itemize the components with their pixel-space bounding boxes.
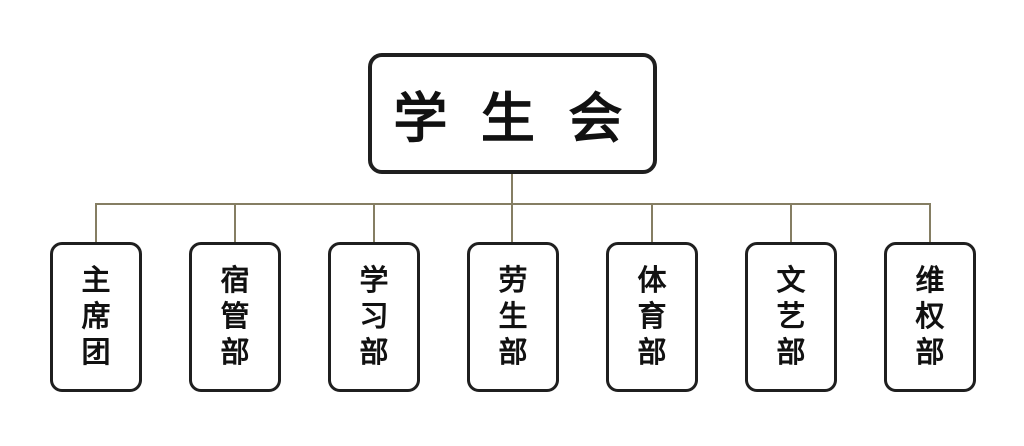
dept-node-7: 维权部 [884,242,976,392]
dept-node-2: 宿管部 [189,242,281,392]
dept-label-1: 主席团 [81,265,111,369]
root-node: 学生会 [368,53,657,174]
connector-drop-7 [929,204,931,243]
connector-root-stem [511,172,513,204]
dept-node-1: 主席团 [50,242,142,392]
connector-drop-6 [790,204,792,243]
dept-label-7: 维权部 [915,265,945,369]
connector-drop-3 [373,204,375,243]
connector-drop-5 [651,204,653,243]
root-label: 学生会 [393,89,656,149]
dept-node-4: 劳生部 [467,242,559,392]
dept-label-3: 学习部 [359,265,389,369]
dept-label-2: 宿管部 [220,265,250,369]
dept-label-4: 劳生部 [498,265,528,369]
connector-drop-4 [511,204,513,243]
connector-horizontal [95,203,931,205]
dept-node-5: 体育部 [606,242,698,392]
dept-label-5: 体育部 [637,265,667,369]
dept-node-6: 文艺部 [745,242,837,392]
connector-drop-1 [95,204,97,243]
dept-label-6: 文艺部 [776,265,806,369]
dept-node-3: 学习部 [328,242,420,392]
connector-drop-2 [234,204,236,243]
